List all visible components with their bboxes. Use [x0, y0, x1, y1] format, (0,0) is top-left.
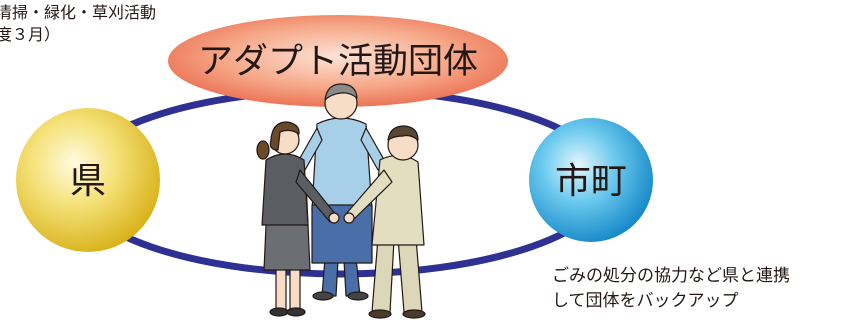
municipality-circle [529, 118, 653, 242]
person-woman-icon [256, 121, 340, 317]
support-note-line1: ごみの処分の協力など県と連携 [552, 266, 790, 286]
support-note-line2: して団体をバックアップ [552, 291, 739, 311]
municipality-label: 市町 [555, 161, 627, 202]
support-note: ごみの処分の協力など県と連携して団体をバックアップ [552, 264, 790, 314]
center-ellipse [168, 15, 508, 107]
activity-note-line2: 度３月） [0, 25, 61, 44]
people-illustration [256, 83, 426, 319]
center-label: アダプト活動団体 [198, 42, 478, 82]
prefecture-label: 県 [70, 161, 106, 202]
person-center-icon [295, 83, 388, 301]
prefecture-circle [16, 108, 160, 252]
activity-note: 清掃・緑化・草刈活動度３月） [0, 2, 156, 46]
activity-note-line1: 清掃・緑化・草刈活動 [0, 3, 157, 22]
person-worker-icon [343, 125, 426, 319]
